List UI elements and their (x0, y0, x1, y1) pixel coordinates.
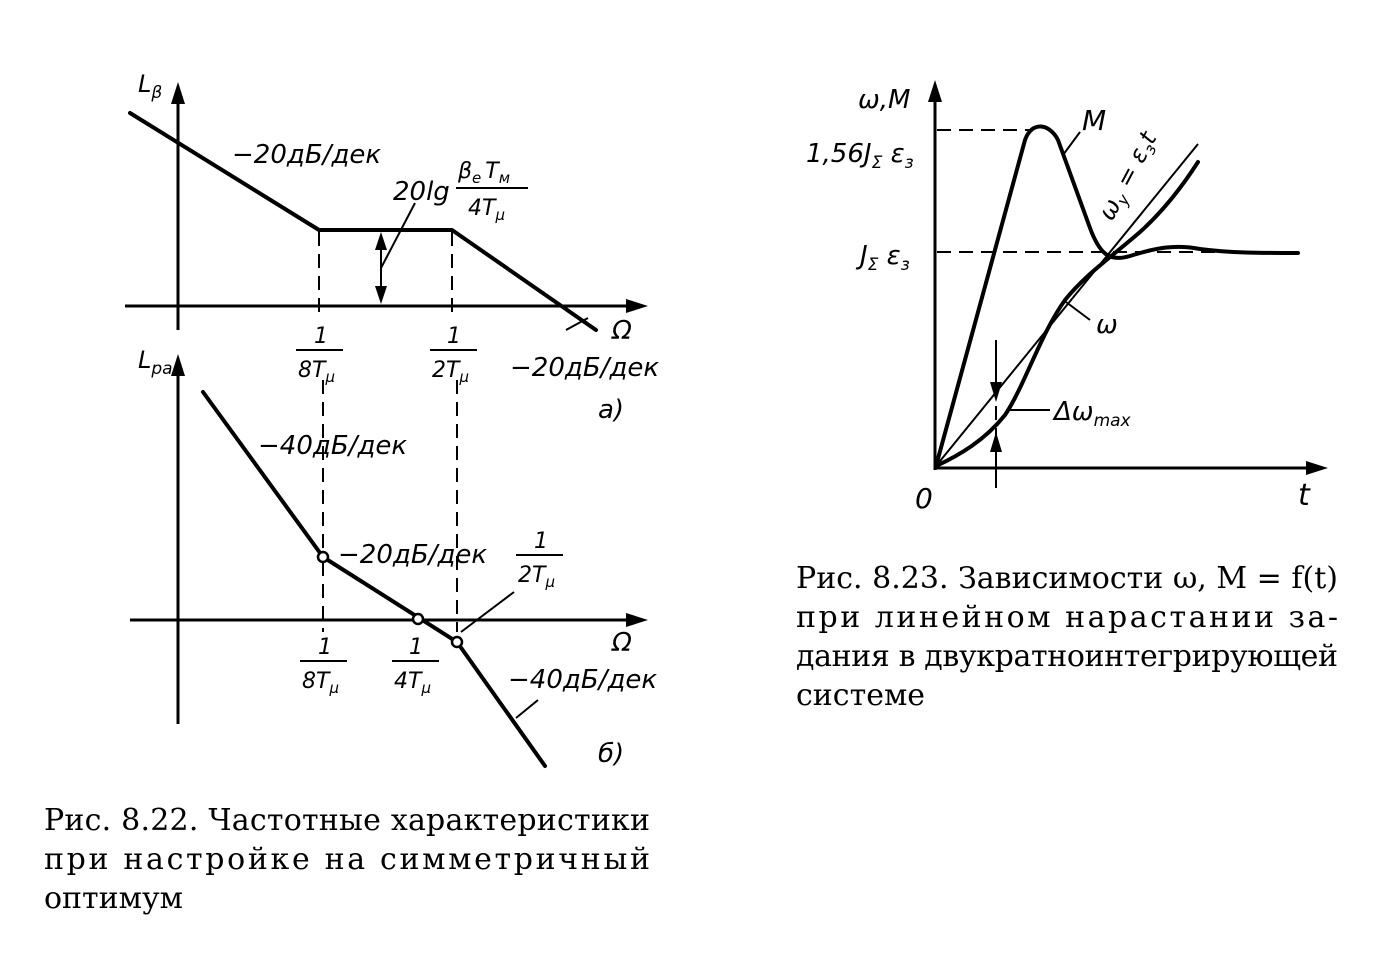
fig-823-level-low: JΣ εз (855, 241, 910, 275)
fig-823-delta-arrow-top (990, 382, 1002, 402)
fig-a-slope-left: −20дБ/дек (232, 140, 381, 170)
caption-823-line3: дания в двукратноинтегрирующей (796, 639, 1338, 674)
fig-823-curve-ref (935, 143, 1199, 467)
fig-823-label-omega: ω (1096, 310, 1118, 340)
fig-823-y-arrow (928, 80, 942, 102)
fig-a-level-frac-den: 4Tμ (468, 196, 505, 224)
fig-a-tick1-num: 1 (314, 324, 328, 349)
fig-a-y-label: Lβ (138, 70, 162, 103)
fig-823-x-label: t (1298, 478, 1311, 513)
fig-b-point-1 (316, 550, 330, 564)
figure-8-23: ω,M t 0 1,56JΣ εз JΣ εз M ω ωу = εзt Δωm… (806, 80, 1328, 515)
fig-a-panel-tag: a) (598, 395, 624, 425)
fig-b-tick2-num: 1 (409, 635, 423, 660)
caption-823-line4: системе (796, 678, 925, 713)
fig-b-x-arrow (626, 613, 648, 627)
fig-823-x-arrow (1306, 461, 1328, 475)
fig-823-label-ref-group: ωу = εзt (1093, 126, 1166, 227)
fig-823-y-label: ω,M (858, 85, 910, 115)
fig-a-level-arrow-bottom (375, 286, 387, 304)
fig-b-slope-1: −40дБ/дек (258, 431, 407, 461)
caption-8-22: Рис. 8.22. Частотные характеристики при … (44, 803, 650, 916)
fig-823-delta-label: Δωmax (1052, 397, 1132, 431)
fig-a-tick2-num: 1 (447, 324, 461, 349)
fig-b-point-3 (450, 635, 464, 649)
fig-a-level-leader (380, 202, 416, 269)
fig-823-level-high: 1,56JΣ εз (806, 139, 914, 173)
fig-823-curve-M (934, 124, 1300, 468)
fig-b-slope-3: −40дБ/дек (508, 665, 657, 695)
fig-823-label-ref: ωу = εзt (1093, 126, 1166, 227)
fig-b-tick3-leader (460, 591, 515, 633)
fig-a-tick1-den: 8Tμ (298, 358, 335, 386)
fig-a-curve (128, 111, 598, 332)
fig-823-omega-leader (1065, 301, 1091, 321)
fig-a-x-arrow (626, 299, 648, 313)
fig-a-y-arrow (171, 82, 185, 104)
fig-b-slope3-leader (515, 699, 539, 719)
fig-823-delta-arrow-bottom (990, 432, 1002, 452)
fig-a-slope-leader (565, 317, 589, 331)
fig-a-level-arrow-top (375, 232, 387, 250)
caption-822-line3: оптимум (44, 881, 183, 916)
fig-b-slope-2: −20дБ/дек (338, 540, 487, 570)
fig-823-label-M: M (1082, 104, 1106, 137)
fig-b-tick3-num: 1 (534, 529, 548, 554)
fig-823-origin: 0 (915, 482, 933, 515)
fig-b-tick1-num: 1 (318, 635, 332, 660)
fig-823-M-leader (1062, 131, 1081, 156)
fig-b-curve (201, 390, 547, 768)
caption-823-line1: Рис. 8.23. Зависимости ω, M = f(t) (796, 561, 1338, 596)
fig-b-point-2 (411, 612, 425, 626)
fig-b-tick1-den: 8Tμ (302, 669, 339, 697)
figure-b: Lраз −40дБ/дек −20дБ/дек Ω 1 8Tμ 1 4Tμ 1… (130, 346, 657, 769)
fig-b-tick3-den: 2Tμ (518, 563, 555, 591)
fig-b-panel-tag: б) (598, 739, 624, 769)
caption-823-line2: при линейном нарастании за- (796, 600, 1338, 635)
fig-a-tick2-den: 2Tμ (432, 358, 469, 386)
fig-a-x-label: Ω (611, 316, 632, 346)
fig-b-tick2-den: 4Tμ (394, 669, 431, 697)
caption-8-23: Рис. 8.23. Зависимости ω, M = f(t) при л… (796, 561, 1338, 713)
fig-a-level-num: 20lg (393, 177, 450, 207)
fig-b-y-label: Lраз (138, 346, 182, 379)
caption-822-line1: Рис. 8.22. Частотные характеристики (44, 803, 650, 838)
fig-a-slope-right: −20дБ/дек (510, 353, 659, 383)
fig-b-y-arrow (171, 354, 185, 376)
caption-822-line2: при настройке на симметричный (44, 842, 650, 877)
fig-823-curve-omega (934, 160, 1200, 468)
fig-b-x-label: Ω (611, 628, 632, 658)
